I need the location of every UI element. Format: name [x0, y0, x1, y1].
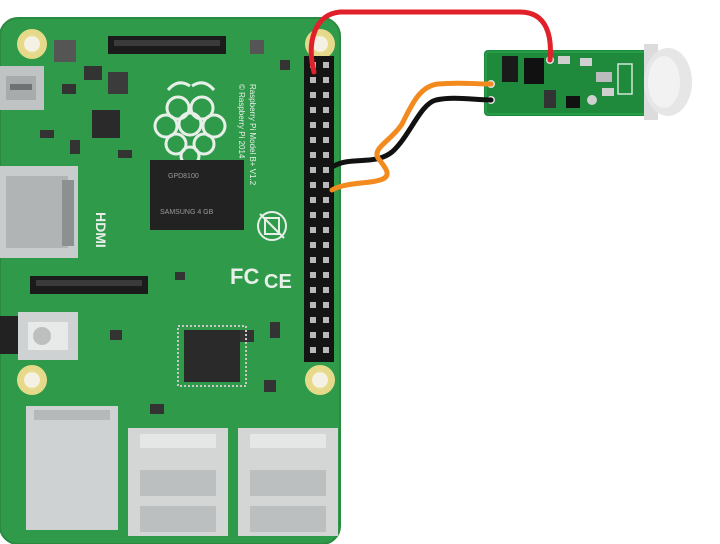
gpio-pin	[310, 92, 316, 98]
gpio-pin	[310, 302, 316, 308]
gpio-header	[304, 56, 334, 362]
gpio-pin	[323, 287, 329, 293]
gpio-pin	[323, 197, 329, 203]
raspberry-pi-board: HDMI GPD8100 SAMSUNG 4 GB Raspberry Pi M…	[0, 17, 341, 544]
gpio-pin	[323, 107, 329, 113]
red-wire	[308, 9, 553, 75]
gpio-pin	[323, 137, 329, 143]
gpio-pin	[310, 152, 316, 158]
usb-port-2	[238, 428, 338, 536]
gpio-pin	[310, 242, 316, 248]
board-copyright-text: © Raspberry Pi 2014	[237, 84, 246, 159]
gpio-pin	[323, 317, 329, 323]
audio-jack	[0, 312, 78, 360]
recycle-bin-icon	[257, 211, 287, 241]
pir-dome-icon	[644, 44, 692, 120]
gpio-pin	[323, 272, 329, 278]
gpio-pin	[323, 212, 329, 218]
gpio-pin	[323, 167, 329, 173]
soc-chip: GPD8100 SAMSUNG 4 GB	[150, 160, 244, 230]
board-model-text: Raspberry Pi Model B+ V1.2	[248, 84, 257, 186]
gpio-pin	[323, 152, 329, 158]
hdmi-label: HDMI	[93, 212, 109, 248]
gpio-pin	[310, 182, 316, 188]
gpio-pin	[323, 227, 329, 233]
ethernet-port	[26, 406, 118, 530]
gpio-pin	[323, 257, 329, 263]
soc-label-2: SAMSUNG 4 GB	[160, 209, 214, 216]
black-wire	[331, 95, 494, 169]
gpio-pin	[323, 347, 329, 353]
gpio-pin	[310, 122, 316, 128]
hdmi-port	[0, 166, 78, 258]
gpio-pin	[323, 332, 329, 338]
gpio-pin	[310, 137, 316, 143]
gpio-pin	[323, 182, 329, 188]
gpio-pin	[323, 242, 329, 248]
camera-connector	[30, 276, 148, 294]
gpio-pin	[310, 77, 316, 83]
gpio-pin	[310, 332, 316, 338]
gpio-pin	[323, 77, 329, 83]
smd-components	[40, 40, 290, 414]
gpio-pin	[310, 212, 316, 218]
pir-sensor-module	[484, 44, 692, 120]
gpio-pin	[310, 347, 316, 353]
gpio-pin	[323, 62, 329, 68]
gpio-pin	[310, 107, 316, 113]
mounting-hole-icon	[17, 29, 335, 395]
gpio-pin	[310, 257, 316, 263]
micro-usb-port	[0, 66, 44, 110]
gpio-pin	[310, 227, 316, 233]
raspberry-logo-icon	[153, 81, 227, 167]
wires	[308, 9, 553, 193]
orange-wire	[329, 80, 494, 193]
display-connector	[108, 36, 226, 54]
sensor-components	[502, 56, 633, 108]
soc-label-1: GPD8100	[168, 173, 199, 180]
fc-mark: FC	[230, 264, 259, 289]
gpio-pin	[310, 272, 316, 278]
gpio-pin	[323, 302, 329, 308]
gpio-pin	[323, 122, 329, 128]
gpio-pin	[310, 317, 316, 323]
gpio-pin	[310, 197, 316, 203]
ce-mark: CE	[264, 271, 292, 293]
gpio-pin	[310, 287, 316, 293]
usb-port-1	[128, 428, 228, 536]
gpio-pin	[310, 167, 316, 173]
usb-ethernet-chip	[177, 325, 247, 387]
gpio-pins	[310, 62, 329, 353]
gpio-pin	[323, 92, 329, 98]
